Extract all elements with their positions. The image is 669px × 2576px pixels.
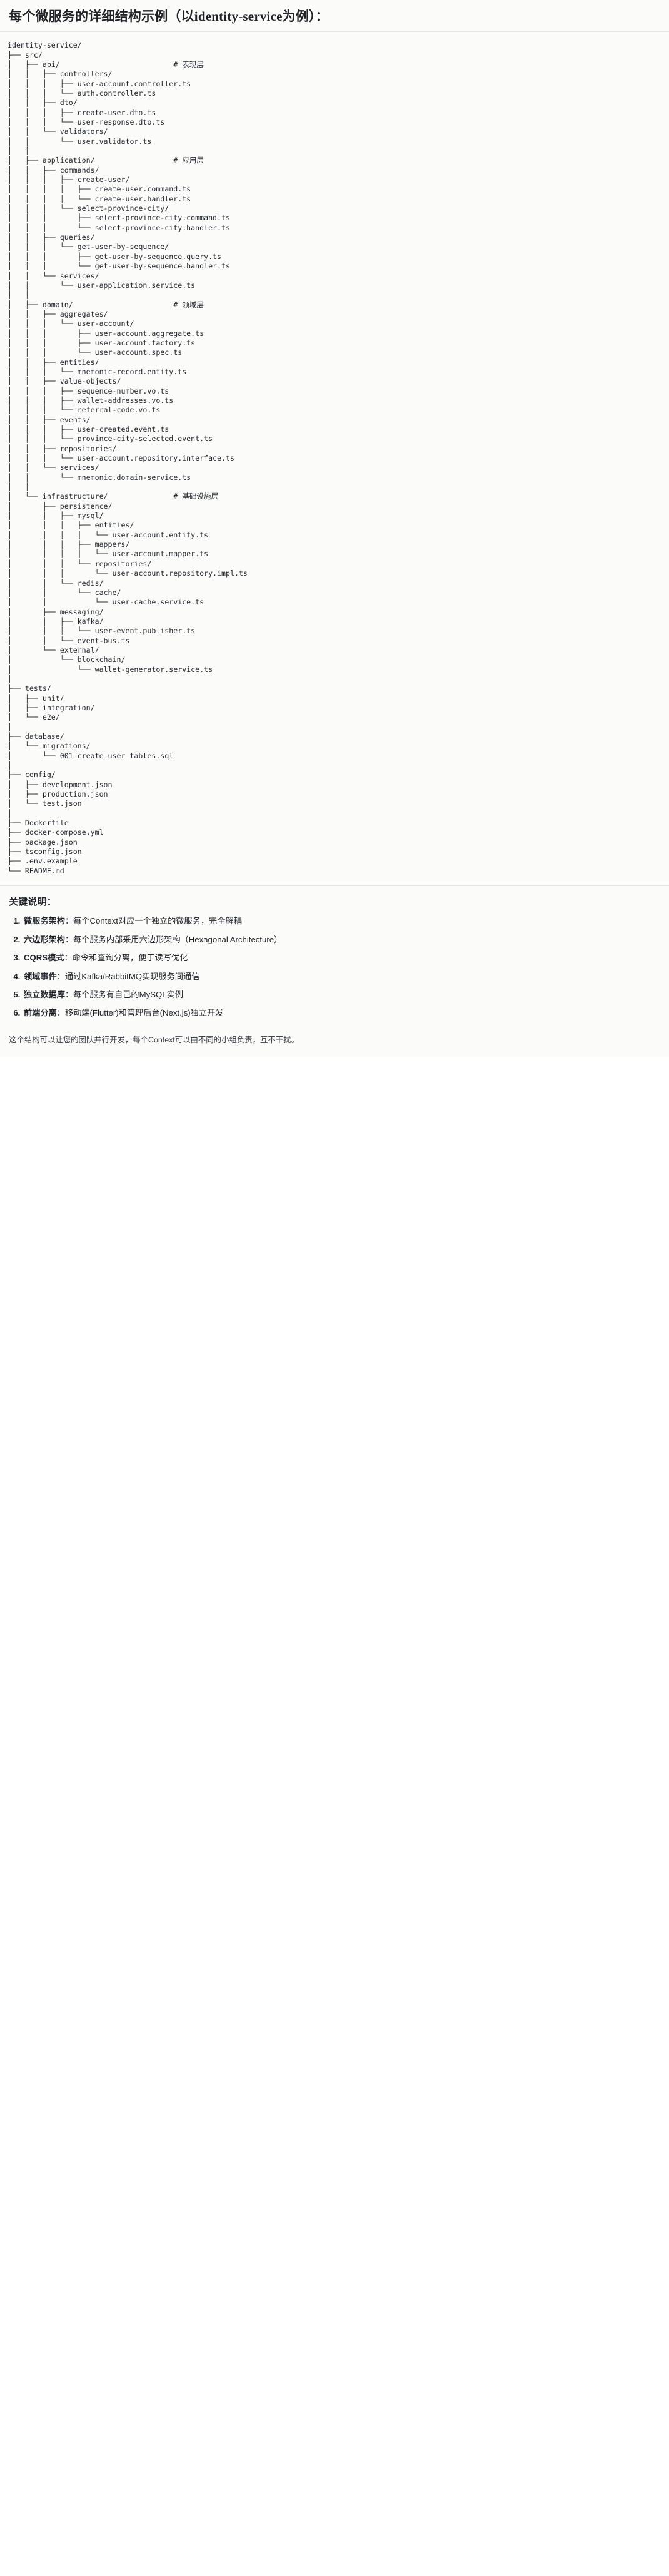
key-point-desc: ：移动端(Flutter)和管理后台(Next.js)独立开发: [56, 1008, 224, 1018]
list-item: 微服务架构：每个Context对应一个独立的微服务，完全解耦: [23, 915, 660, 927]
key-point-term: 领域事件: [24, 971, 57, 981]
key-points-title: 关键说明：: [9, 897, 57, 908]
key-point-desc: ：通过Kafka/RabbitMQ实现服务间通信: [56, 971, 200, 981]
key-points-list: 微服务架构：每个Context对应一个独立的微服务，完全解耦 六边形架构：每个服…: [9, 915, 660, 1020]
footer-note: 这个结构可以让您的团队并行开发，每个Context可以由不同的小组负责，互不干扰…: [0, 1029, 669, 1057]
directory-tree: identity-service/ ├── src/ │ ├── api/ # …: [8, 41, 248, 875]
page-title: 每个微服务的详细结构示例（以identity-service为例）：: [0, 0, 669, 33]
document-page: 每个微服务的详细结构示例（以identity-service为例）： ident…: [0, 0, 669, 1057]
key-point-term: CQRS模式: [24, 953, 64, 963]
key-point-desc: ：每个服务有自己的MySQL实例: [64, 989, 183, 999]
key-points-section: 关键说明： 微服务架构：每个Context对应一个独立的微服务，完全解耦 六边形…: [0, 885, 669, 1029]
list-item: 独立数据库：每个服务有自己的MySQL实例: [23, 989, 660, 1001]
list-item: 六边形架构：每个服务内部采用六边形架构（Hexagonal Architectu…: [23, 934, 660, 946]
list-item: 领域事件：通过Kafka/RabbitMQ实现服务间通信: [23, 970, 660, 983]
key-point-term: 微服务架构: [24, 916, 65, 926]
key-point-desc: ：每个Context对应一个独立的微服务，完全解耦: [64, 916, 242, 926]
key-point-desc: ：命令和查询分离，便于读写优化: [64, 953, 188, 963]
list-item: 前端分离：移动端(Flutter)和管理后台(Next.js)独立开发: [23, 1007, 660, 1019]
key-point-term: 六边形架构: [24, 934, 65, 944]
directory-tree-block: identity-service/ ├── src/ │ ├── api/ # …: [0, 32, 669, 885]
key-point-desc: ：每个服务内部采用六边形架构（Hexagonal Architecture）: [64, 934, 283, 944]
key-point-term: 前端分离: [24, 1008, 57, 1018]
list-item: CQRS模式：命令和查询分离，便于读写优化: [23, 952, 660, 964]
key-point-term: 独立数据库: [24, 989, 65, 999]
